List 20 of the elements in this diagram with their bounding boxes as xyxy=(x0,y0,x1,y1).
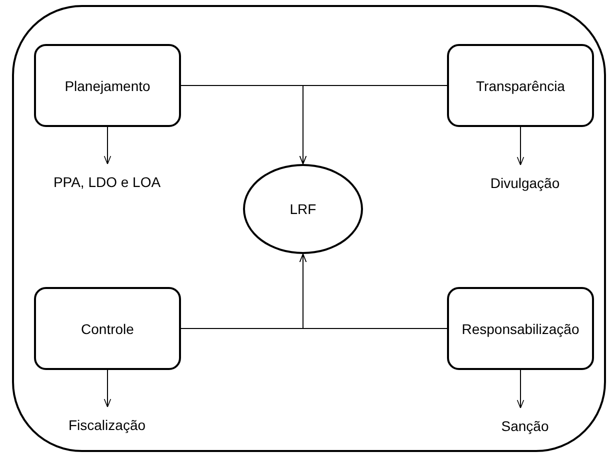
box-label: Responsabilização xyxy=(462,320,580,336)
process-box xyxy=(34,44,181,127)
arrow xyxy=(516,370,524,408)
box-label: Controle xyxy=(81,320,134,336)
arrow xyxy=(299,85,448,164)
outcome-label: Divulgação xyxy=(465,169,585,197)
box-label: Planejamento xyxy=(64,78,150,94)
arrow xyxy=(104,370,112,408)
outcome-label: Fiscalização xyxy=(47,411,167,439)
frame-background xyxy=(12,5,606,452)
box-label: LRF xyxy=(290,201,316,217)
arrow xyxy=(299,254,448,329)
outcome-label: PPA, LDO e LOA xyxy=(47,168,167,196)
outcome-label: Sanção xyxy=(465,412,585,440)
arrow xyxy=(104,126,112,164)
process-box xyxy=(447,287,594,370)
box-label: Transparência xyxy=(476,78,565,94)
process-box xyxy=(34,287,181,370)
arrow xyxy=(516,126,524,166)
process-box xyxy=(447,44,594,127)
